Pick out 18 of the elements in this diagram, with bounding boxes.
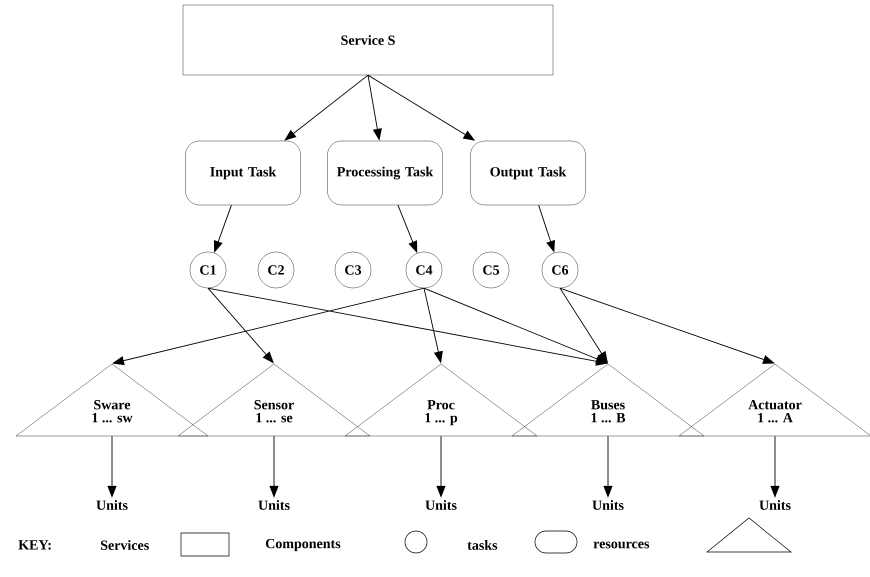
- service-box: Service S: [182, 4, 554, 76]
- units-label: Units: [592, 500, 624, 510]
- resource-triangle: Sware 1 ... sw: [16, 364, 208, 436]
- units-label: Units: [258, 500, 290, 510]
- resource-triangle: Buses 1 ... B: [512, 364, 704, 436]
- task-box: Input Task: [185, 140, 301, 206]
- units-label: Units: [425, 500, 457, 510]
- legend-entry: tasks: [467, 530, 578, 554]
- legend-entry: Components: [266, 530, 428, 554]
- resource-triangle: Sensor 1 ... se: [178, 364, 370, 436]
- units-label: Units: [96, 500, 128, 510]
- units-label: Units: [759, 500, 791, 510]
- resource-triangle: Proc 1 ... p: [344, 364, 538, 436]
- task-box: Processing Task: [327, 140, 443, 206]
- resource-triangle: Actuator 1 ... A: [678, 364, 870, 436]
- task-box: Output Task: [470, 140, 586, 206]
- legend-entry: Services: [100, 532, 230, 556]
- key-label: KEY:: [18, 540, 51, 550]
